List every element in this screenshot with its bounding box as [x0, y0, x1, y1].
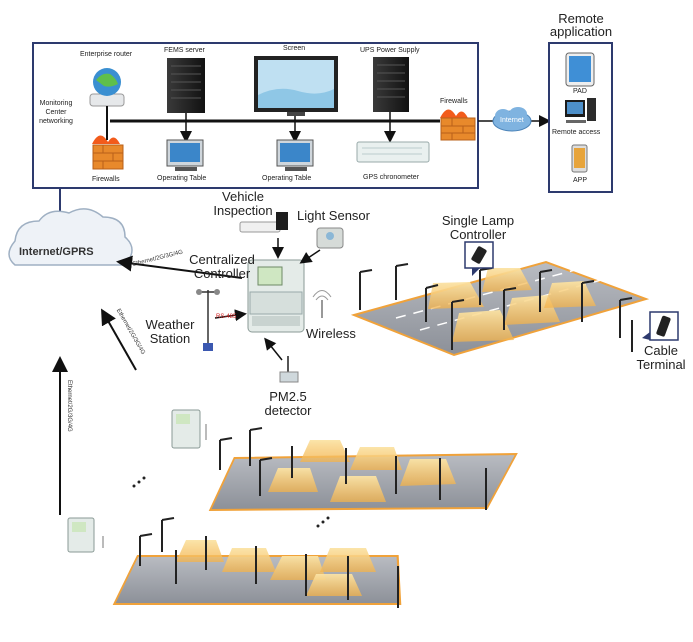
wireless-icon — [312, 290, 332, 318]
cable-terminal-label: Cable Terminal — [636, 343, 686, 372]
wireless-label: Wireless — [306, 326, 356, 341]
operating-table-1-label: Operating Table — [157, 175, 207, 182]
pad-label: PAD — [573, 88, 587, 95]
rs485-label: RS-485 — [216, 314, 237, 320]
operating-table-2-label: Operating Table — [262, 175, 312, 182]
remote-access-icon — [565, 98, 596, 123]
single-lamp-controller-label: Single Lamp Controller — [441, 213, 515, 242]
vehicle-inspection-icon — [239, 212, 288, 259]
fems-server-icon — [167, 58, 205, 143]
pad-icon — [565, 52, 595, 87]
road-2-poles — [219, 427, 487, 510]
light-sensor-icon — [299, 227, 344, 264]
internet-label: Internet — [500, 117, 524, 124]
ups-label: UPS Power Supply — [360, 47, 420, 54]
gps-chronometer-icon — [356, 141, 430, 163]
remote-access-label: Remote access — [552, 129, 601, 136]
screen-icon — [254, 56, 338, 143]
weather-station-label: Weather Station — [145, 317, 195, 346]
internet-cloud-icon — [492, 107, 532, 132]
vehicle-inspection-label: Vehicle Inspection — [213, 189, 273, 218]
ellipsis-left — [132, 476, 146, 488]
firewall-left-icon — [92, 121, 124, 170]
road-3-poles — [139, 517, 399, 608]
remote-application-label: Remote application — [549, 11, 613, 39]
road-1-poles — [359, 263, 633, 352]
ups-icon — [373, 57, 409, 143]
pm25-label: PM2.5 detector — [264, 389, 312, 418]
link-1-arrow — [116, 255, 243, 279]
gps-chronometer-label: GPS chronometer — [363, 174, 420, 181]
weather-station-icon — [196, 289, 247, 351]
controller-3-icon — [67, 517, 104, 553]
firewall-right-icon — [440, 109, 476, 141]
fems-server-label: FEMS server — [164, 47, 205, 54]
centralized-controller-icon — [247, 259, 305, 333]
centralized-controller-label: Centralized Controller — [189, 252, 255, 281]
cloud-label: Internet/GPRS — [19, 246, 94, 258]
controller-2-icon — [171, 409, 207, 449]
link-3-label: Ethernet/2G/3G/4G — [66, 380, 72, 432]
app-label: APP — [573, 177, 588, 184]
firewalls-right-label: Firewalls — [440, 98, 468, 105]
enterprise-router-icon — [89, 68, 125, 121]
ellipsis-right — [316, 516, 330, 528]
app-phone-icon — [571, 144, 588, 173]
operating-table-1-icon — [166, 139, 204, 171]
link-2-arrow — [101, 308, 137, 371]
internet-gprs-cloud — [8, 208, 133, 266]
pm25-detector-icon — [264, 337, 299, 383]
monitoring-center-label: Monitoring Center networking — [39, 100, 73, 125]
road-2-beams — [268, 440, 456, 502]
road-1-beams — [428, 268, 596, 342]
enterprise-router-label: Enterprise router — [80, 51, 133, 58]
operating-table-2-icon — [276, 139, 314, 171]
firewalls-left-label: Firewalls — [92, 176, 120, 183]
single-lamp-controller-callout — [464, 241, 494, 276]
light-sensor-label: Light Sensor — [297, 208, 370, 223]
screen-label: Screen — [283, 45, 306, 52]
cable-terminal-callout — [642, 311, 679, 341]
